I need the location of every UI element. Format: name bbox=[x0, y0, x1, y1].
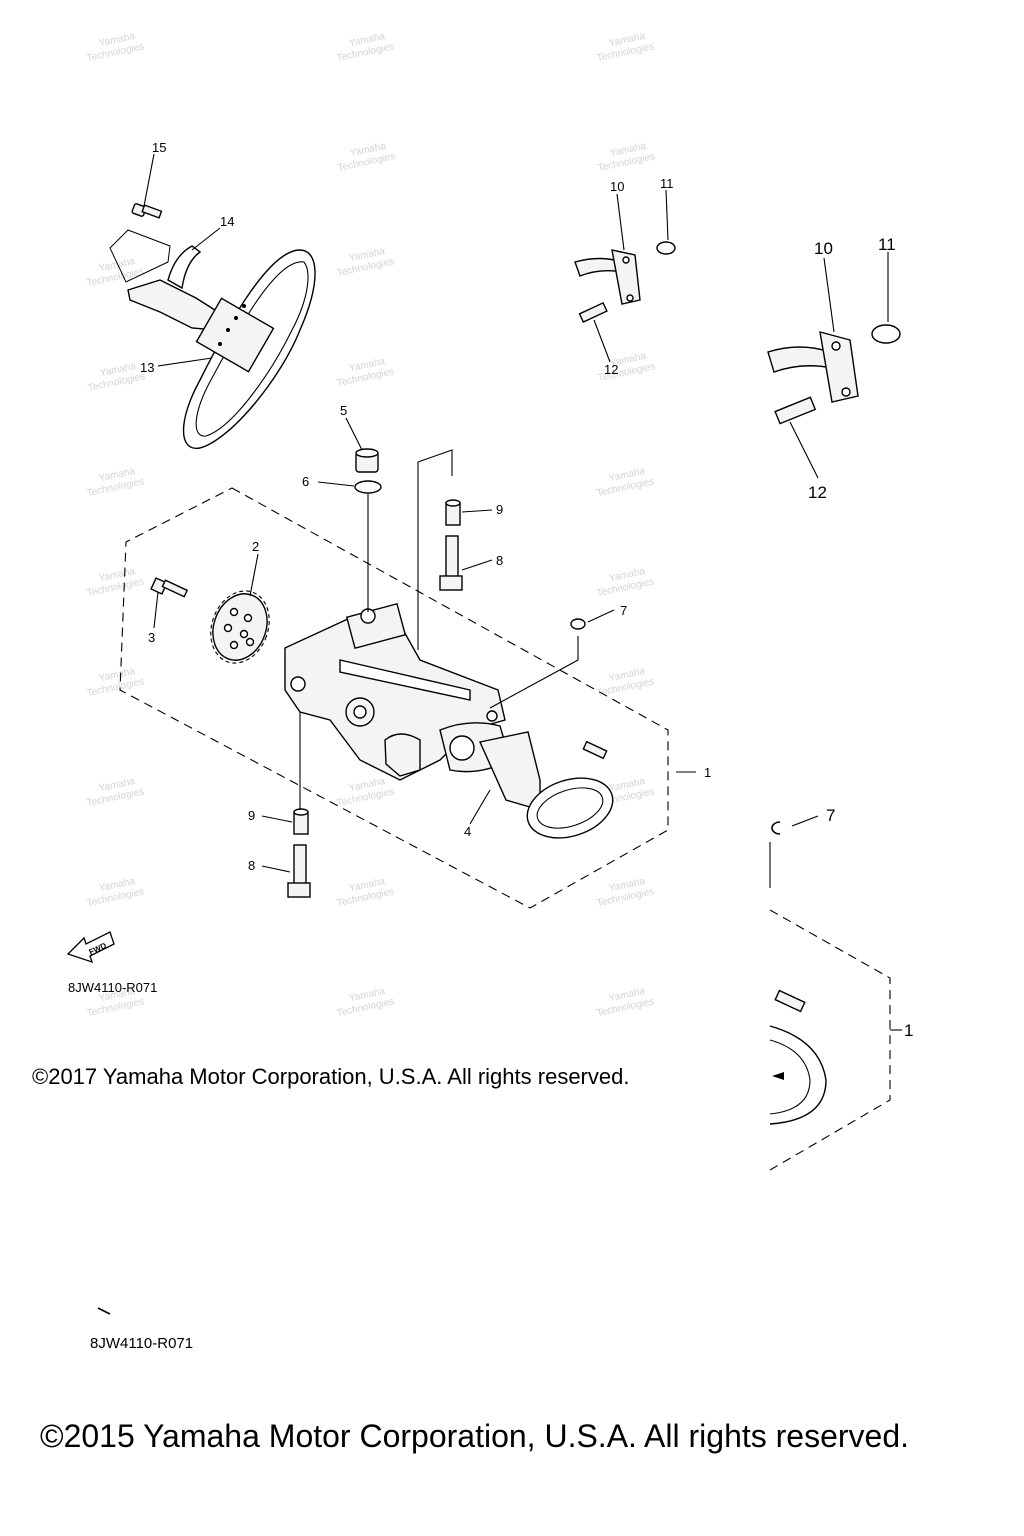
pipe-assembly-small bbox=[574, 241, 676, 323]
callout-10-large: 10 bbox=[814, 239, 833, 258]
part-9-dowel-lower bbox=[293, 808, 309, 835]
diagram-code-lower: 8JW4110-R071 bbox=[90, 1335, 194, 1352]
part-2-sprocket bbox=[210, 590, 270, 664]
part-3-bolt bbox=[150, 577, 189, 598]
callout-leaders bbox=[143, 153, 902, 1031]
callout-14: 14 bbox=[220, 214, 234, 229]
part-6-o-ring bbox=[354, 480, 382, 494]
callout-11-large: 11 bbox=[878, 235, 896, 254]
pipe-assembly-large bbox=[767, 324, 901, 425]
callout-7-lower: 7 bbox=[826, 806, 835, 825]
fwd-arrow-icon: FWD bbox=[66, 931, 115, 964]
part-8-bolt-lower bbox=[287, 844, 311, 898]
part-11-o-ring-large bbox=[871, 324, 901, 344]
copyright-2015: ©2015 Yamaha Motor Corporation, U.S.A. A… bbox=[40, 1418, 910, 1454]
part-14-chain-guide bbox=[109, 229, 219, 331]
copyright-2017: ©2017 Yamaha Motor Corporation, U.S.A. A… bbox=[32, 1064, 630, 1089]
fwd-arrow-fragment bbox=[97, 1307, 111, 1315]
callout-11-small: 11 bbox=[660, 176, 674, 191]
callout-3: 3 bbox=[148, 630, 155, 645]
callout-9-upper: 9 bbox=[496, 502, 503, 517]
assembly-outline-lower bbox=[769, 909, 891, 1171]
part-9-dowel-upper bbox=[445, 499, 461, 526]
callout-8-lower: 8 bbox=[248, 858, 255, 873]
part-4-strainer bbox=[479, 731, 614, 839]
callout-13: 13 bbox=[140, 360, 154, 375]
callout-labels: 15 14 13 10 11 12 10 11 12 5 6 9 8 2 3 7… bbox=[140, 140, 913, 1040]
diagram-code-upper: 8JW4110-R071 bbox=[68, 980, 158, 995]
part-15-bolt bbox=[131, 203, 163, 219]
callout-10-small: 10 bbox=[610, 179, 624, 194]
leader-7 bbox=[489, 636, 579, 709]
part-13-chain bbox=[182, 249, 316, 449]
callout-4: 4 bbox=[464, 824, 471, 839]
callout-6: 6 bbox=[302, 474, 309, 489]
part-7-o-ring-lower bbox=[771, 821, 781, 835]
callout-1-upper: 1 bbox=[704, 765, 711, 780]
leader-bracket bbox=[417, 449, 453, 650]
oil-pump-body bbox=[284, 602, 614, 839]
part-8-bolt-upper bbox=[439, 535, 463, 591]
callout-2: 2 bbox=[252, 539, 259, 554]
callout-5: 5 bbox=[340, 403, 347, 418]
part-12-bolt-small bbox=[578, 301, 608, 323]
part-11-o-ring-small bbox=[656, 241, 676, 255]
strainer-partial-lower bbox=[769, 989, 827, 1125]
callout-7-upper: 7 bbox=[620, 603, 627, 618]
part-7-o-ring-upper bbox=[570, 618, 586, 630]
part-5-collar bbox=[355, 448, 379, 473]
part-12-bolt-large bbox=[774, 396, 817, 425]
callout-15: 15 bbox=[152, 140, 166, 155]
callout-12-large: 12 bbox=[808, 483, 827, 502]
callout-8-upper: 8 bbox=[496, 553, 503, 568]
callout-1-lower: 1 bbox=[904, 1021, 913, 1040]
callout-12-small: 12 bbox=[604, 362, 618, 377]
callout-9-lower: 9 bbox=[248, 808, 255, 823]
assembly-outline-upper bbox=[119, 487, 669, 909]
